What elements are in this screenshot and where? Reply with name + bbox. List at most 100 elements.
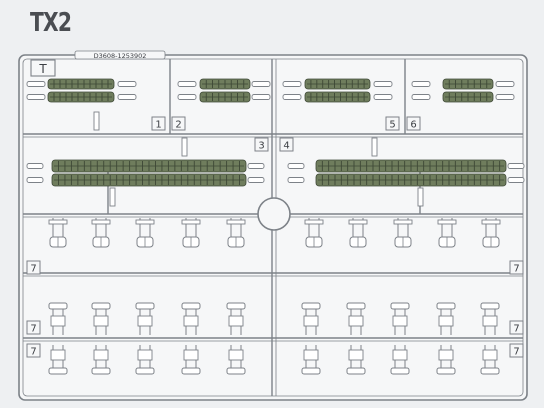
gate-stub bbox=[247, 163, 265, 169]
wheel-upper-tyre bbox=[226, 302, 246, 310]
gate-stub bbox=[495, 94, 515, 100]
track-part-1 bbox=[47, 91, 115, 103]
wheel-lower-tyre bbox=[181, 367, 201, 375]
part-number-label: 7 bbox=[30, 324, 36, 335]
wheel-hub bbox=[137, 349, 153, 361]
road-wheel-part-7 bbox=[135, 218, 155, 248]
gate-stub bbox=[287, 163, 305, 169]
wheel-hub-cap bbox=[393, 219, 413, 225]
wheel-lower-tyre bbox=[91, 367, 111, 375]
wheel-hub bbox=[438, 349, 454, 361]
sprue-letter-box bbox=[30, 59, 56, 77]
road-wheel-part-7 bbox=[181, 218, 201, 248]
part-number-label: 3 bbox=[258, 141, 264, 152]
wheel-hub-cap bbox=[348, 219, 368, 225]
road-wheel-part-7 bbox=[437, 218, 457, 248]
wheel-hub bbox=[50, 315, 66, 327]
wheel-hub bbox=[303, 315, 319, 327]
gate-stub bbox=[495, 81, 515, 87]
part-code: D3608-1253902 bbox=[94, 52, 147, 60]
wheel-lower-tyre bbox=[135, 367, 155, 375]
road-wheel-pair-part-7 bbox=[91, 302, 111, 375]
track-part-6 bbox=[442, 78, 494, 90]
part-number-box bbox=[26, 260, 41, 275]
wheel-hub-cap bbox=[48, 219, 68, 225]
wheel-lower-tyre bbox=[480, 367, 500, 375]
track-part-5 bbox=[304, 91, 371, 103]
road-wheel-pair-part-7 bbox=[390, 302, 410, 375]
wheel-upper-tyre bbox=[390, 302, 410, 310]
part-number-box bbox=[151, 116, 166, 131]
road-wheel-pair-part-7 bbox=[346, 302, 366, 375]
wheel-upper-tyre bbox=[48, 302, 68, 310]
gate-stub bbox=[373, 81, 393, 87]
part-number-label: 2 bbox=[175, 120, 181, 131]
wheel-hub-cap bbox=[226, 219, 246, 225]
part-number-label: 4 bbox=[283, 141, 289, 152]
wheel-upper-tyre bbox=[301, 302, 321, 310]
wheel-hub bbox=[183, 349, 199, 361]
track-part-1 bbox=[47, 78, 115, 90]
road-wheel-part-7 bbox=[304, 218, 324, 248]
gate-stub bbox=[411, 94, 431, 100]
wheel-hub-cap bbox=[135, 219, 155, 225]
gate-stub bbox=[373, 94, 393, 100]
part-number-label: 1 bbox=[155, 120, 161, 131]
wheel-lower-tyre bbox=[436, 367, 456, 375]
gate-stub bbox=[177, 81, 197, 87]
part-number-box bbox=[406, 116, 421, 131]
gate-stub bbox=[26, 94, 46, 100]
wheel-upper-tyre bbox=[135, 302, 155, 310]
part-number-box bbox=[509, 343, 524, 358]
pin-part bbox=[371, 137, 378, 157]
part-number-label: 7 bbox=[513, 264, 519, 275]
wheel-upper-tyre bbox=[181, 302, 201, 310]
wheel-lower-tyre bbox=[390, 367, 410, 375]
road-wheel-pair-part-7 bbox=[301, 302, 321, 375]
wheel-hub-cap bbox=[91, 219, 111, 225]
wheel-lower-tyre bbox=[48, 367, 68, 375]
wheel-upper-tyre bbox=[436, 302, 456, 310]
sheet-title: TX2 bbox=[30, 8, 72, 38]
wheel-hub bbox=[228, 349, 244, 361]
wheel-hub bbox=[50, 349, 66, 361]
wheel-hub bbox=[93, 315, 109, 327]
wheel-hub-cap bbox=[481, 219, 501, 225]
wheel-upper-tyre bbox=[480, 302, 500, 310]
wheel-hub bbox=[183, 315, 199, 327]
wheel-hub bbox=[228, 315, 244, 327]
wheel-hub bbox=[438, 315, 454, 327]
part-number-box bbox=[26, 320, 41, 335]
wheel-hub bbox=[482, 349, 498, 361]
part-code-box bbox=[74, 50, 166, 60]
road-wheel-part-7 bbox=[481, 218, 501, 248]
gate-stub bbox=[26, 81, 46, 87]
gate-stub bbox=[117, 94, 137, 100]
wheel-hub-cap bbox=[437, 219, 457, 225]
part-number-label: 7 bbox=[30, 264, 36, 275]
road-wheel-pair-part-7 bbox=[480, 302, 500, 375]
part-number-box bbox=[279, 137, 294, 152]
gate-stub bbox=[507, 163, 525, 169]
wheel-hub bbox=[303, 349, 319, 361]
part-number-box bbox=[509, 320, 524, 335]
track-part-2 bbox=[199, 78, 251, 90]
part-number-box bbox=[26, 343, 41, 358]
track-part-2 bbox=[199, 91, 251, 103]
part-number-label: 6 bbox=[410, 120, 416, 131]
road-wheel-part-7 bbox=[393, 218, 413, 248]
gate-stub bbox=[117, 81, 137, 87]
part-number-label: 7 bbox=[513, 347, 519, 358]
wheel-lower-tyre bbox=[301, 367, 321, 375]
road-wheel-pair-part-7 bbox=[48, 302, 68, 375]
road-wheel-pair-part-7 bbox=[181, 302, 201, 375]
wheel-hub bbox=[348, 315, 364, 327]
wheel-lower-tyre bbox=[346, 367, 366, 375]
road-wheel-pair-part-7 bbox=[226, 302, 246, 375]
wheel-hub bbox=[93, 349, 109, 361]
wheel-hub bbox=[392, 349, 408, 361]
wheel-hub bbox=[348, 349, 364, 361]
road-wheel-part-7 bbox=[48, 218, 68, 248]
